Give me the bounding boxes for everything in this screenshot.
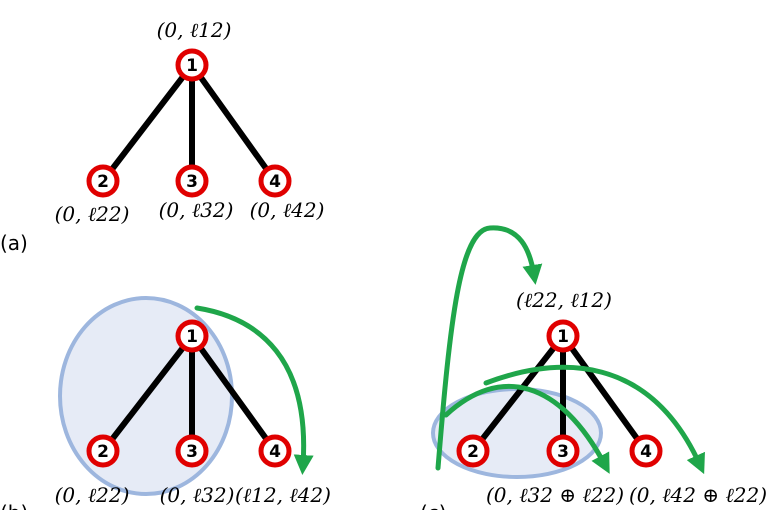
panel-tag-b: (b) — [0, 501, 28, 510]
node-label-c-4: (0, ℓ42 ⊕ ℓ22) — [629, 483, 767, 507]
arrow-c-2-to-3 — [443, 383, 610, 474]
panel-b: 1 2 3 4 (0, ℓ22) (0, ℓ32) (ℓ12, ℓ42) (b) — [0, 296, 331, 510]
node-3: 3 — [546, 434, 580, 468]
node-label-c-3: (0, ℓ32 ⊕ ℓ22) — [486, 483, 624, 507]
edge-1-4 — [189, 333, 278, 454]
edge-1-4 — [189, 62, 278, 184]
root-label-c: (ℓ22, ℓ12) — [516, 288, 612, 312]
node-label-a-4: (0, ℓ42) — [250, 198, 325, 222]
panel-c: 1 2 3 4 (ℓ22, ℓ12) (0, ℓ32 ⊕ ℓ22) (0, ℓ4… — [420, 225, 767, 510]
svg-text:2: 2 — [97, 442, 109, 462]
svg-text:3: 3 — [557, 442, 569, 462]
node-1: 1 — [175, 319, 209, 353]
node-2: 2 — [86, 434, 120, 468]
node-4: 4 — [629, 434, 663, 468]
node-2: 2 — [86, 164, 120, 198]
panel-a: 1 2 3 4 (0, ℓ12) (0, ℓ22) (0, ℓ32) (0, ℓ… — [0, 18, 324, 255]
svg-text:4: 4 — [269, 442, 281, 462]
edge-1-2 — [100, 333, 195, 454]
panel-tag-c: (c) — [420, 501, 447, 510]
node-label-b-4: (ℓ12, ℓ42) — [235, 483, 331, 507]
svg-text:1: 1 — [186, 327, 198, 347]
svg-text:4: 4 — [269, 172, 281, 192]
svg-text:1: 1 — [186, 56, 198, 76]
node-label-a-3: (0, ℓ32) — [159, 198, 234, 222]
arrow-c-2-to-1 — [435, 225, 543, 471]
node-3: 3 — [175, 164, 209, 198]
arrow-b-1-to-4 — [194, 305, 314, 475]
edge-1-2 — [470, 333, 566, 454]
node-label-a-2: (0, ℓ22) — [55, 202, 130, 226]
node-1: 1 — [175, 48, 209, 82]
root-label-a: (0, ℓ12) — [157, 18, 232, 42]
edge-1-4 — [560, 333, 649, 454]
node-4: 4 — [258, 434, 292, 468]
node-label-b-2: (0, ℓ22) — [55, 483, 130, 507]
node-3: 3 — [175, 434, 209, 468]
node-1: 1 — [546, 319, 580, 353]
svg-text:3: 3 — [186, 172, 198, 192]
edge-1-2 — [100, 62, 195, 184]
node-4: 4 — [258, 164, 292, 198]
svg-text:4: 4 — [640, 442, 652, 462]
panel-tag-a: (a) — [0, 231, 28, 255]
arrow-c-2-to-4 — [483, 364, 705, 475]
node-label-b-3: (0, ℓ32) — [160, 483, 235, 507]
svg-text:3: 3 — [186, 442, 198, 462]
svg-text:2: 2 — [97, 172, 109, 192]
node-2: 2 — [456, 434, 490, 468]
svg-text:1: 1 — [557, 327, 569, 347]
svg-text:2: 2 — [467, 442, 479, 462]
